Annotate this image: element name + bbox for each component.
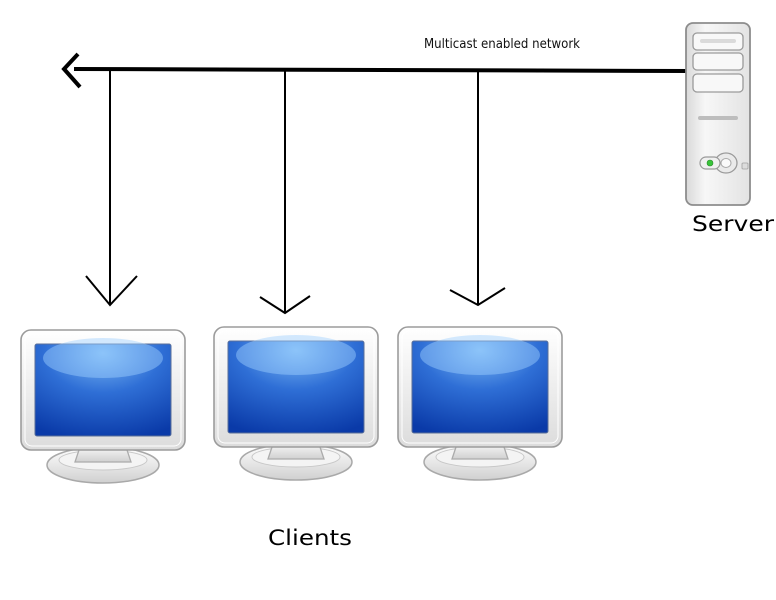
- drop-line-1: [85, 70, 138, 307]
- arrow-down-icon: [259, 295, 311, 315]
- client-monitor-3-icon: [397, 326, 563, 481]
- arrow-down-icon: [449, 287, 506, 307]
- power-led-icon: [706, 159, 714, 167]
- client-monitor-1-icon: [20, 329, 186, 484]
- network-line: [61, 52, 691, 89]
- server-tower-icon: [685, 22, 751, 206]
- clients-label: Clients: [268, 526, 352, 550]
- network-label: Multicast enabled network: [424, 37, 580, 52]
- arrowhead-left-icon: [61, 52, 82, 89]
- server-label: Server: [692, 212, 774, 236]
- arrow-down-icon: [85, 275, 138, 307]
- client-monitor-2-icon: [213, 326, 379, 481]
- drop-line-2: [259, 70, 311, 315]
- drop-line-3: [449, 70, 506, 307]
